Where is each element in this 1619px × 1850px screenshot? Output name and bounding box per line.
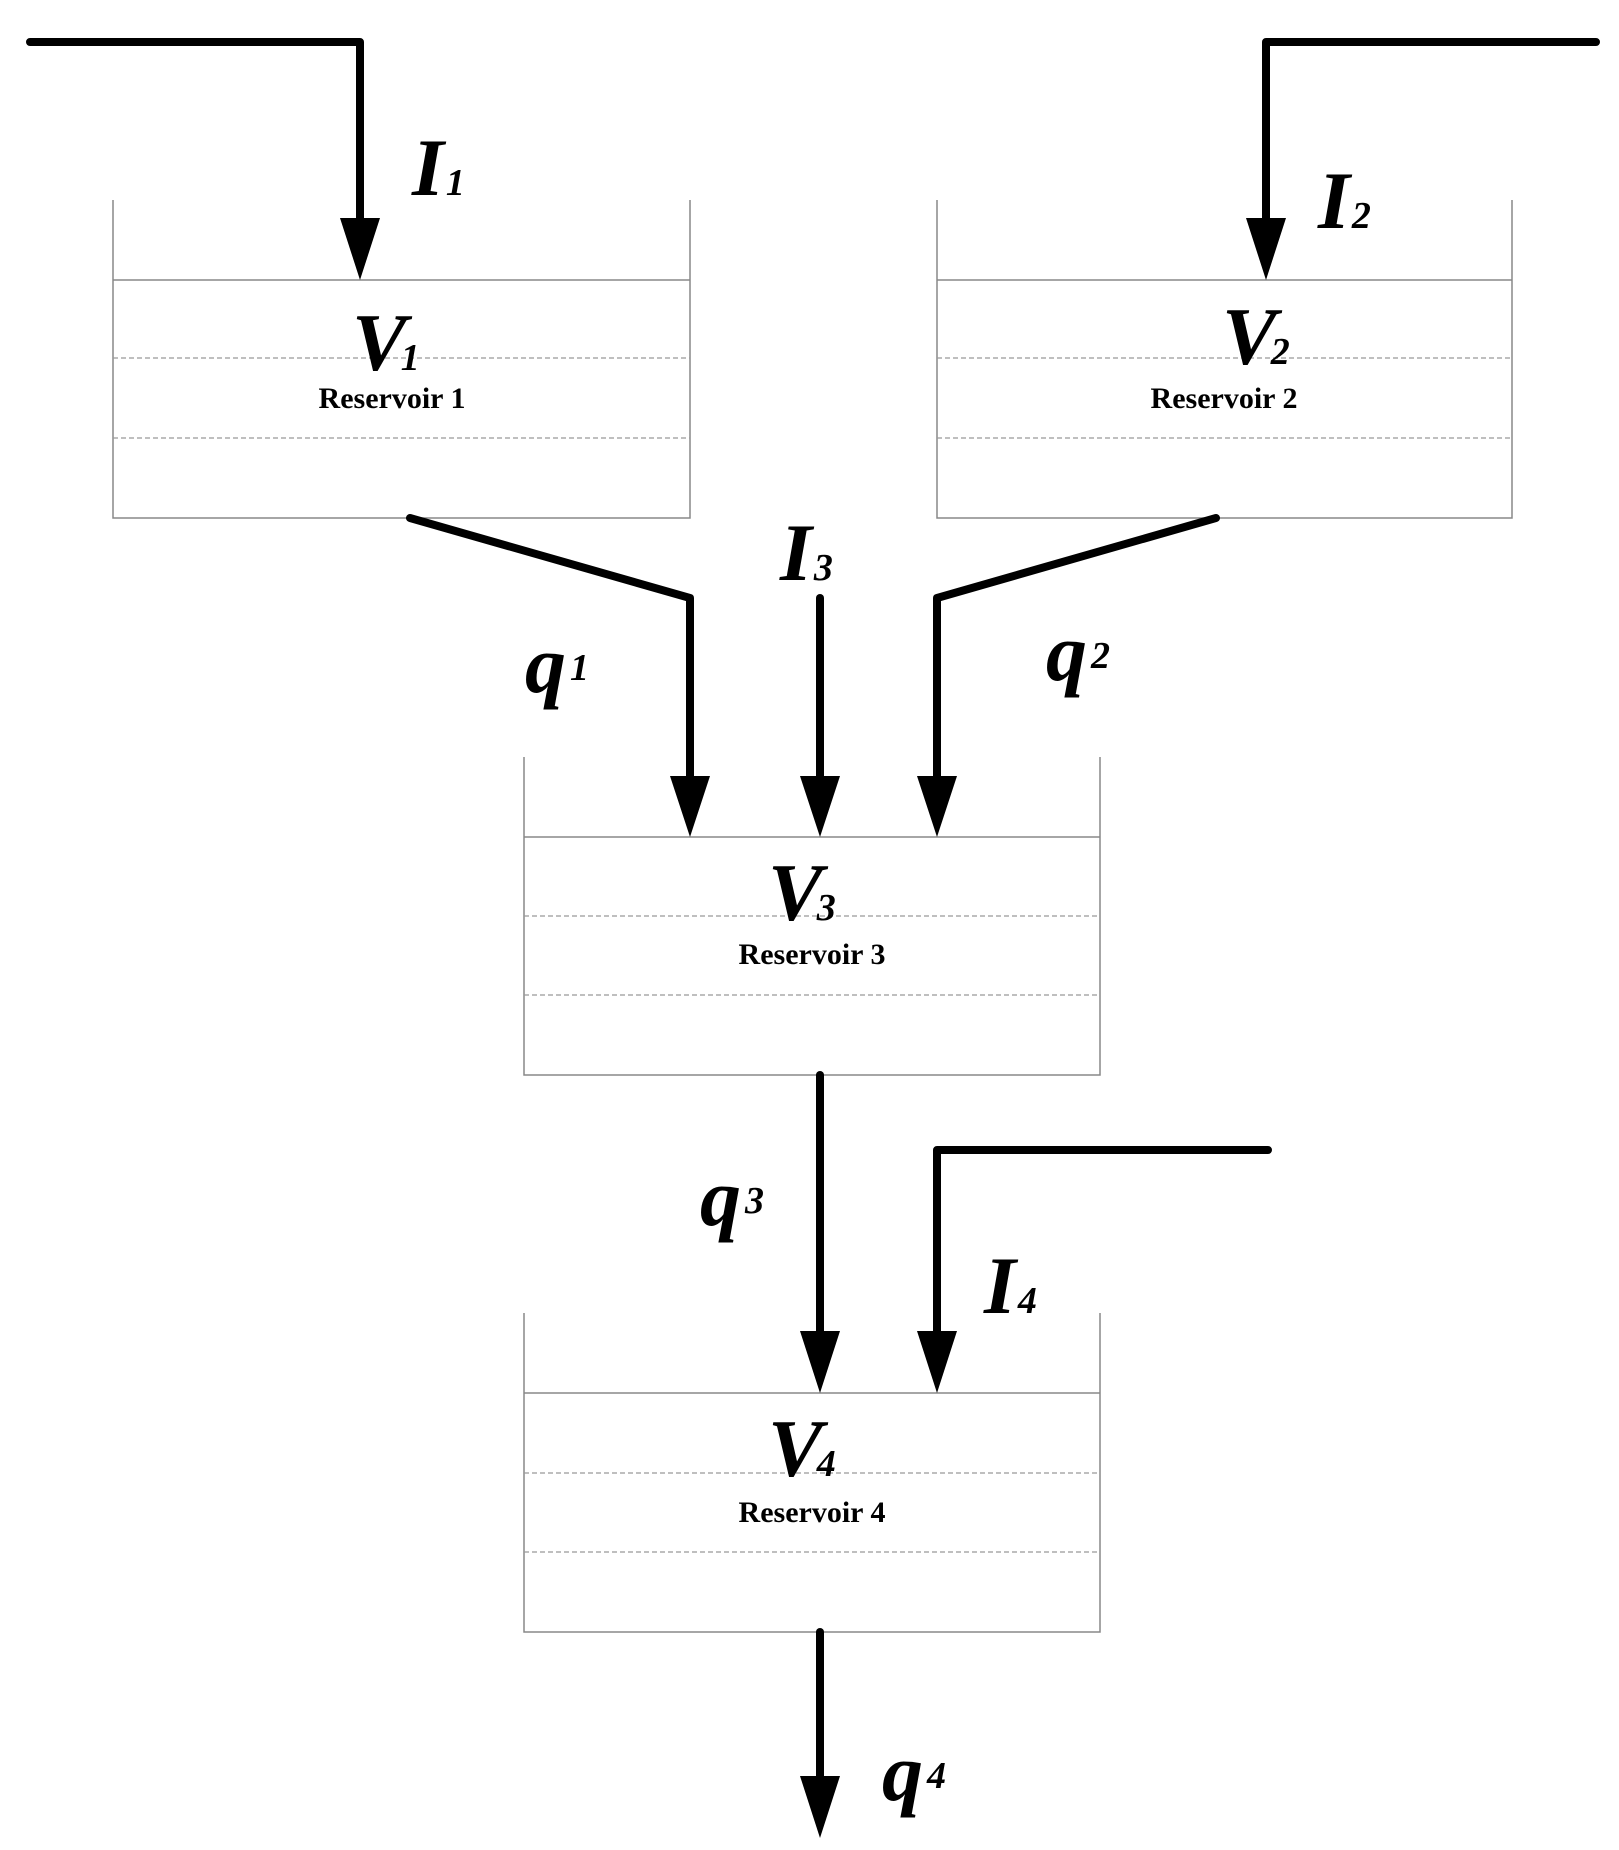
inflow-i2-arrowhead — [1246, 218, 1286, 280]
outflow-q1-arrowhead — [670, 776, 710, 837]
inflow-i4-symbol: I4 — [983, 1240, 1037, 1331]
inflow-i2: I2 — [1246, 38, 1600, 280]
inflow-i1-symbol: I1 — [411, 122, 465, 213]
inflow-i2-symbol: I2 — [1317, 155, 1371, 246]
inflow-i1-arrowhead — [340, 218, 380, 280]
reservoir-2-walls — [936, 200, 1513, 519]
reservoir-1-walls — [112, 200, 691, 519]
inflow-i3: I3 — [779, 507, 840, 837]
reservoir-1: V1 Reservoir 1 — [112, 200, 691, 519]
reservoir-2-label: Reservoir 2 — [1151, 382, 1298, 415]
reservoir-3-label: Reservoir 3 — [739, 938, 886, 971]
inflow-i3-symbol: I3 — [779, 507, 833, 598]
outflow-q4-arrowhead — [800, 1776, 840, 1838]
reservoir-1-label: Reservoir 1 — [319, 382, 466, 415]
reservoir-4: V4 Reservoir 4 — [523, 1313, 1101, 1633]
reservoir-1-volume-symbol: V1 — [352, 297, 420, 388]
reservoir-2-volume-symbol: V2 — [1222, 291, 1290, 382]
outflow-q2-pipe — [933, 514, 1220, 784]
inflow-i3-arrowhead — [800, 776, 840, 837]
reservoir-3: V3 Reservoir 3 — [523, 757, 1101, 1076]
inflow-i1-pipe — [26, 38, 364, 226]
inflow-i1: I1 — [26, 38, 465, 280]
reservoir-3-volume-symbol: V3 — [768, 847, 836, 938]
outflow-q1-pipe — [406, 514, 694, 784]
reservoir-2: V2 Reservoir 2 — [936, 200, 1513, 519]
outflow-q3-arrowhead — [800, 1331, 840, 1393]
reservoir-4-volume-symbol: V4 — [768, 1403, 836, 1494]
outflow-q2-arrowhead — [917, 776, 957, 837]
inflow-i4-arrowhead — [917, 1331, 957, 1393]
inflow-i4-pipe — [933, 1146, 1272, 1339]
inflow-i2-pipe — [1262, 38, 1600, 226]
inflow-i4: I4 — [917, 1146, 1272, 1393]
reservoir-4-label: Reservoir 4 — [739, 1496, 886, 1529]
